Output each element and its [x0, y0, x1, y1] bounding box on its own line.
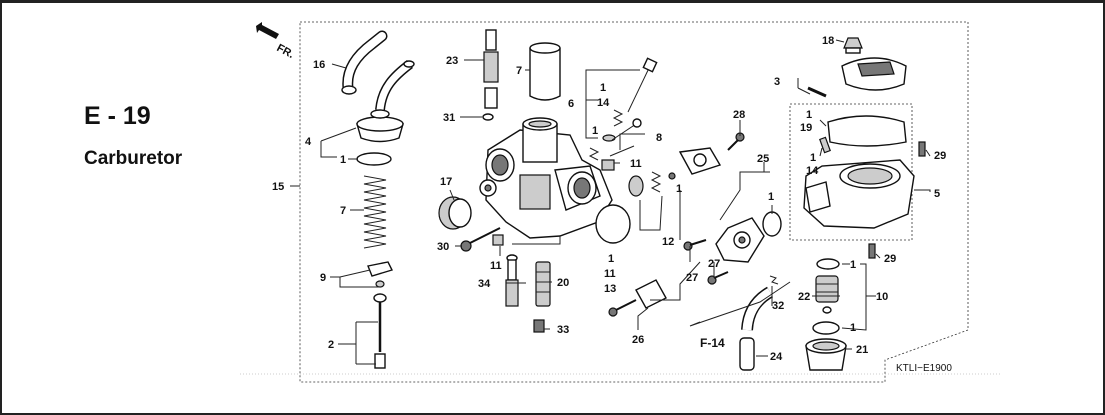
- part-7-spring: [363, 175, 387, 249]
- callout-29: 29: [884, 253, 896, 265]
- o-ring-10-bottom: [812, 321, 840, 335]
- callout-11: 11: [630, 158, 642, 170]
- callout-19: 19: [800, 122, 812, 134]
- front-direction-arrow: FR.: [256, 22, 296, 61]
- callout-1: 1: [850, 259, 856, 271]
- callout-32: 32: [772, 300, 784, 312]
- callout-22: 22: [798, 291, 810, 303]
- reference-f14: F-14: [700, 336, 725, 350]
- callout-27: 27: [708, 258, 720, 270]
- part-30-screw: [460, 227, 501, 252]
- callout-8: 8: [656, 132, 662, 144]
- part-23-cable-adjuster: [483, 29, 499, 109]
- part-24-drain-tube: [739, 286, 774, 371]
- callout-3: 3: [774, 76, 780, 88]
- callout-1: 1: [608, 253, 614, 265]
- callout-31: 31: [443, 112, 455, 124]
- part-18-valve: [843, 37, 863, 54]
- o-ring-center: [595, 204, 631, 244]
- callout-18: 18: [822, 35, 834, 47]
- diagram-code: KTLI−E1900: [896, 363, 952, 374]
- part-6-pilot-screw-set: [602, 57, 658, 142]
- front-direction-label: FR.: [275, 42, 296, 61]
- part-17-cap: [438, 196, 472, 230]
- callout-14: 14: [806, 165, 819, 177]
- assembly-boundary: [299, 21, 969, 383]
- callout-16: 16: [313, 59, 325, 71]
- part-9-needle-clip: [367, 261, 393, 288]
- carburetor-body: [479, 117, 613, 239]
- section-code: E - 19: [84, 102, 151, 130]
- callout-33: 33: [557, 324, 569, 336]
- accelerator-pump-cover: [678, 147, 722, 175]
- part-8-screw: [588, 145, 635, 161]
- part-25-cover: [715, 217, 765, 263]
- callout-13: 13: [604, 283, 616, 295]
- callout-24: 24: [770, 351, 783, 363]
- callout-6: 6: [568, 98, 574, 110]
- callout-1: 1: [806, 109, 812, 121]
- part-4-top-cap: [356, 60, 415, 143]
- part-26-solenoid: [608, 279, 667, 317]
- callout-1: 1: [768, 191, 774, 203]
- part-20-needle-jet: [535, 261, 551, 307]
- callout-1: 1: [810, 152, 816, 164]
- part-3-float: [807, 57, 907, 98]
- callout-7: 7: [516, 65, 522, 77]
- callout-10: 10: [876, 291, 888, 303]
- part-21-drain-cap: [805, 338, 847, 371]
- callout-1: 1: [676, 183, 682, 195]
- callout-20: 20: [557, 277, 569, 289]
- callout-9: 9: [320, 272, 326, 284]
- callout-34: 34: [478, 278, 491, 290]
- callout-1: 1: [850, 322, 856, 334]
- f14-leader-line: [689, 281, 791, 327]
- part-33-main-jet: [533, 319, 545, 333]
- part-5-float-chamber: [803, 159, 915, 229]
- part-29-screw-top: [918, 141, 926, 157]
- callout-11: 11: [490, 260, 502, 272]
- o-ring-10-top: [816, 258, 840, 270]
- callout-17: 17: [440, 176, 452, 188]
- callout-11: 11: [604, 268, 616, 280]
- part-2-jet-needle: [373, 293, 387, 369]
- callout-27: 27: [686, 272, 698, 284]
- part-11-plate-top: [601, 159, 615, 171]
- callout-25: 25: [757, 153, 769, 165]
- callout-2: 2: [328, 339, 334, 351]
- o-ring-left: [356, 152, 392, 166]
- o-ring-25: [762, 211, 782, 237]
- callout-23: 23: [446, 55, 458, 67]
- part-32-clip: [769, 275, 779, 285]
- callout-12: 12: [662, 236, 674, 248]
- callout-29: 29: [934, 150, 946, 162]
- part-34-jet-holder: [505, 254, 519, 307]
- part-7-sleeve: [529, 42, 561, 101]
- callout-28: 28: [733, 109, 745, 121]
- callout-15: 15: [272, 181, 284, 193]
- float-chamber-group: [789, 103, 913, 241]
- callout-4: 4: [305, 136, 312, 148]
- callout-21: 21: [856, 344, 868, 356]
- callout-14: 14: [597, 97, 610, 109]
- part-31-ring: [482, 113, 494, 121]
- callout-7: 7: [340, 205, 346, 217]
- part-11-plate: [492, 234, 504, 246]
- callout-30: 30: [437, 241, 449, 253]
- part-22-filter: [815, 275, 839, 314]
- part-29-screw-bottom: [868, 243, 876, 259]
- section-title: Carburetor: [84, 148, 183, 169]
- part-19-gasket: [827, 115, 907, 147]
- callout-1: 1: [600, 82, 606, 94]
- part-16-tube: [341, 30, 388, 95]
- leader-lines: [290, 39, 931, 365]
- part-28-screw: [727, 132, 745, 151]
- part-14-valve-small: [819, 136, 831, 154]
- part-12-set: [628, 171, 676, 197]
- callout-1: 1: [592, 125, 598, 137]
- callout-5: 5: [934, 188, 940, 200]
- callout-26: 26: [632, 334, 644, 346]
- callout-1: 1: [340, 154, 346, 166]
